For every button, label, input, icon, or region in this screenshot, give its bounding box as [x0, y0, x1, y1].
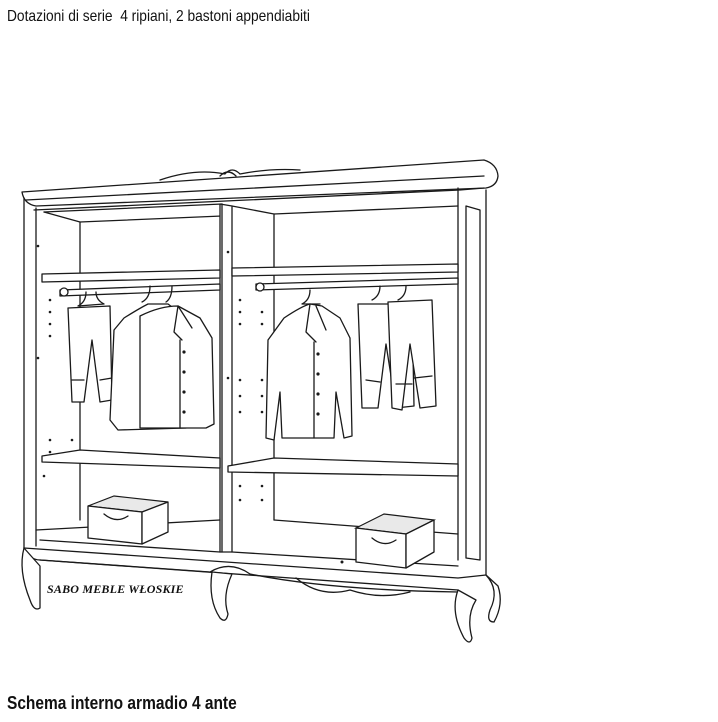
equipment-caption: Dotazioni di serie 4 ripiani, 2 bastoni …: [7, 8, 310, 25]
storage-box-right-icon: [353, 513, 437, 569]
shelf-pin-holes: [36, 244, 344, 564]
wardrobe-cornice: [21, 159, 499, 211]
shirt-right-icon: [265, 289, 353, 441]
trousers-right-icon: [357, 285, 437, 411]
shelves: [41, 263, 459, 477]
hanging-rails: [59, 277, 459, 297]
brand-watermark: SABO MEBLE WŁOSKIE: [47, 582, 184, 596]
storage-box-left-icon: [87, 495, 169, 545]
diagram-title: Schema interno armadio 4 ante: [7, 693, 237, 713]
trousers-left-icon: [67, 291, 113, 403]
wardrobe-legs: [21, 547, 501, 643]
shirts-left-icon: [109, 285, 215, 431]
